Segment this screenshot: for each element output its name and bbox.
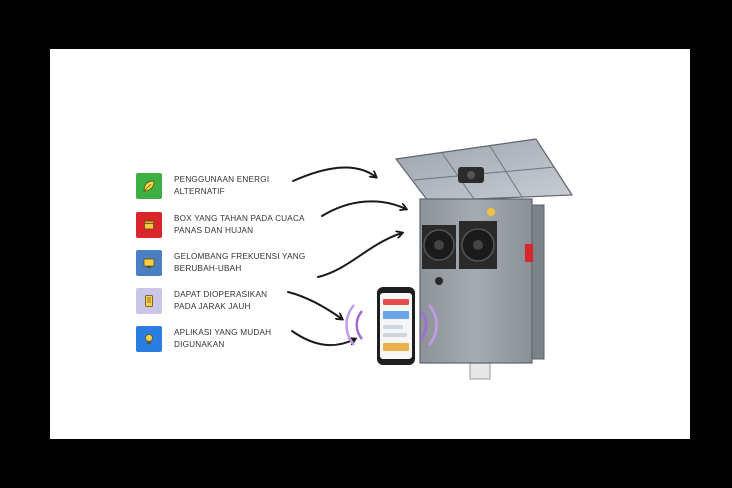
remote-icon <box>136 288 162 314</box>
bulb-icon <box>136 326 162 352</box>
smartphone <box>345 287 438 365</box>
feature-label: GELOMBANG FREKUENSI YANG BERUBAH-UBAH <box>174 251 324 275</box>
solar-panel <box>394 138 574 202</box>
arrow-1 <box>292 166 376 182</box>
arrow-3 <box>317 233 402 278</box>
feature-label-line1: DAPAT DIOPERASIKAN <box>174 290 268 299</box>
enclosure-box <box>419 198 545 364</box>
device-illustration <box>287 138 574 380</box>
arrow-2 <box>321 200 406 217</box>
infographic-canvas: PENGGUNAAN ENERGI ALTERNATIF BOX YANG TA… <box>50 49 690 439</box>
feature-label-line2: BERUBAH-UBAH <box>174 264 242 273</box>
feature-label-line1: PENGGUNAAN ENERGI <box>174 175 270 184</box>
feature-item-remote-operation: DAPAT DIOPERASIKAN PADA JARAK JAUH <box>136 288 324 314</box>
speaker-right <box>459 221 497 269</box>
leaf-icon <box>136 173 162 199</box>
feature-label-line1: GELOMBANG FREKUENSI YANG <box>174 252 306 261</box>
feature-item-alternative-energy: PENGGUNAAN ENERGI ALTERNATIF <box>136 173 324 199</box>
feature-label-line1: APLIKASI YANG MUDAH <box>174 328 272 337</box>
feature-label: APLIKASI YANG MUDAH DIGUNAKAN <box>174 327 324 351</box>
feature-label-line2: DIGUNAKAN <box>174 340 225 349</box>
speaker-left <box>422 225 456 269</box>
arrow-5 <box>291 330 355 347</box>
feature-item-easy-app: APLIKASI YANG MUDAH DIGUNAKAN <box>136 326 324 352</box>
arrow-group <box>287 166 406 347</box>
feature-label-line2: PANAS DAN HUJAN <box>174 226 254 235</box>
wave-icon <box>136 250 162 276</box>
feature-item-weatherproof-box: BOX YANG TAHAN PADA CUACA PANAS DAN HUJA… <box>136 212 324 238</box>
feature-label: DAPAT DIOPERASIKAN PADA JARAK JAUH <box>174 289 324 313</box>
feature-label: BOX YANG TAHAN PADA CUACA PANAS DAN HUJA… <box>174 213 324 237</box>
feature-label-line1: BOX YANG TAHAN PADA CUACA <box>174 214 305 223</box>
feature-label-line2: ALTERNATIF <box>174 187 225 196</box>
arrow-4 <box>287 291 342 319</box>
box-icon <box>136 212 162 238</box>
feature-item-variable-frequency: GELOMBANG FREKUENSI YANG BERUBAH-UBAH <box>136 250 324 276</box>
feature-label-line2: PADA JARAK JAUH <box>174 302 251 311</box>
feature-label: PENGGUNAAN ENERGI ALTERNATIF <box>174 174 324 198</box>
